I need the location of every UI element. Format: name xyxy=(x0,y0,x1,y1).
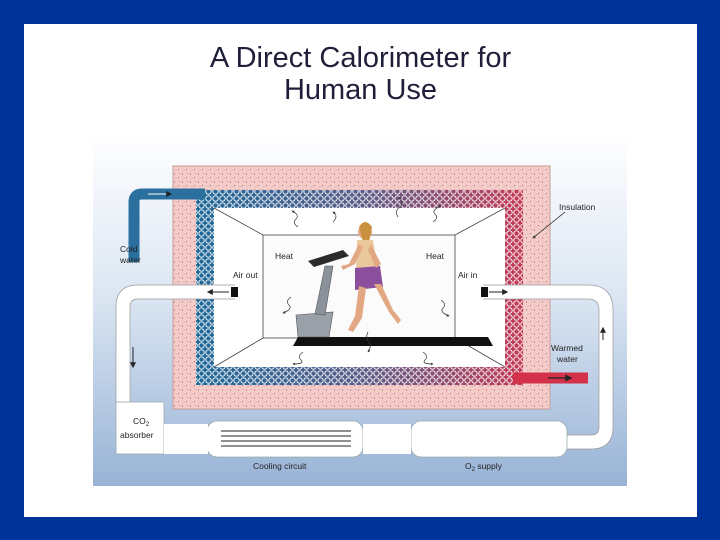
co2-absorber-label-2: absorber xyxy=(120,430,154,440)
warmed-water-label-2: water xyxy=(556,354,578,364)
page-title: A Direct Calorimeter for Human Use xyxy=(24,42,697,106)
title-line-1: A Direct Calorimeter for xyxy=(209,42,512,74)
heat-label-right: Heat xyxy=(426,251,445,261)
o2-supply-label: O2 supply xyxy=(465,461,503,473)
co2-absorber xyxy=(115,401,165,455)
warmed-water-label-1: Warmed xyxy=(551,343,583,353)
air-in-nozzle xyxy=(481,287,488,297)
air-circuit-pipe xyxy=(116,285,613,449)
air-out-nozzle xyxy=(231,287,238,297)
heat-label-left: Heat xyxy=(275,251,294,261)
cold-water-label-2: water xyxy=(119,255,141,265)
air-out-label: Air out xyxy=(233,270,258,280)
cold-water-pipe xyxy=(128,188,205,262)
heat-waves xyxy=(282,196,450,366)
title-line-2: Human Use xyxy=(283,74,438,106)
cooling-circuit xyxy=(206,420,364,458)
person-walking xyxy=(341,222,401,332)
o2-supply xyxy=(410,420,568,458)
cold-water-label-1: Cold xyxy=(120,244,138,254)
co2-absorber-label-1: CO2 xyxy=(133,416,150,428)
insulation-label: Insulation xyxy=(559,202,596,212)
cooling-circuit-label: Cooling circuit xyxy=(253,461,307,471)
calorimeter-diagram: Insulation Cold water Heat Heat Air out … xyxy=(93,132,627,486)
air-in-label: Air in xyxy=(458,270,478,280)
treadmill xyxy=(293,250,493,346)
